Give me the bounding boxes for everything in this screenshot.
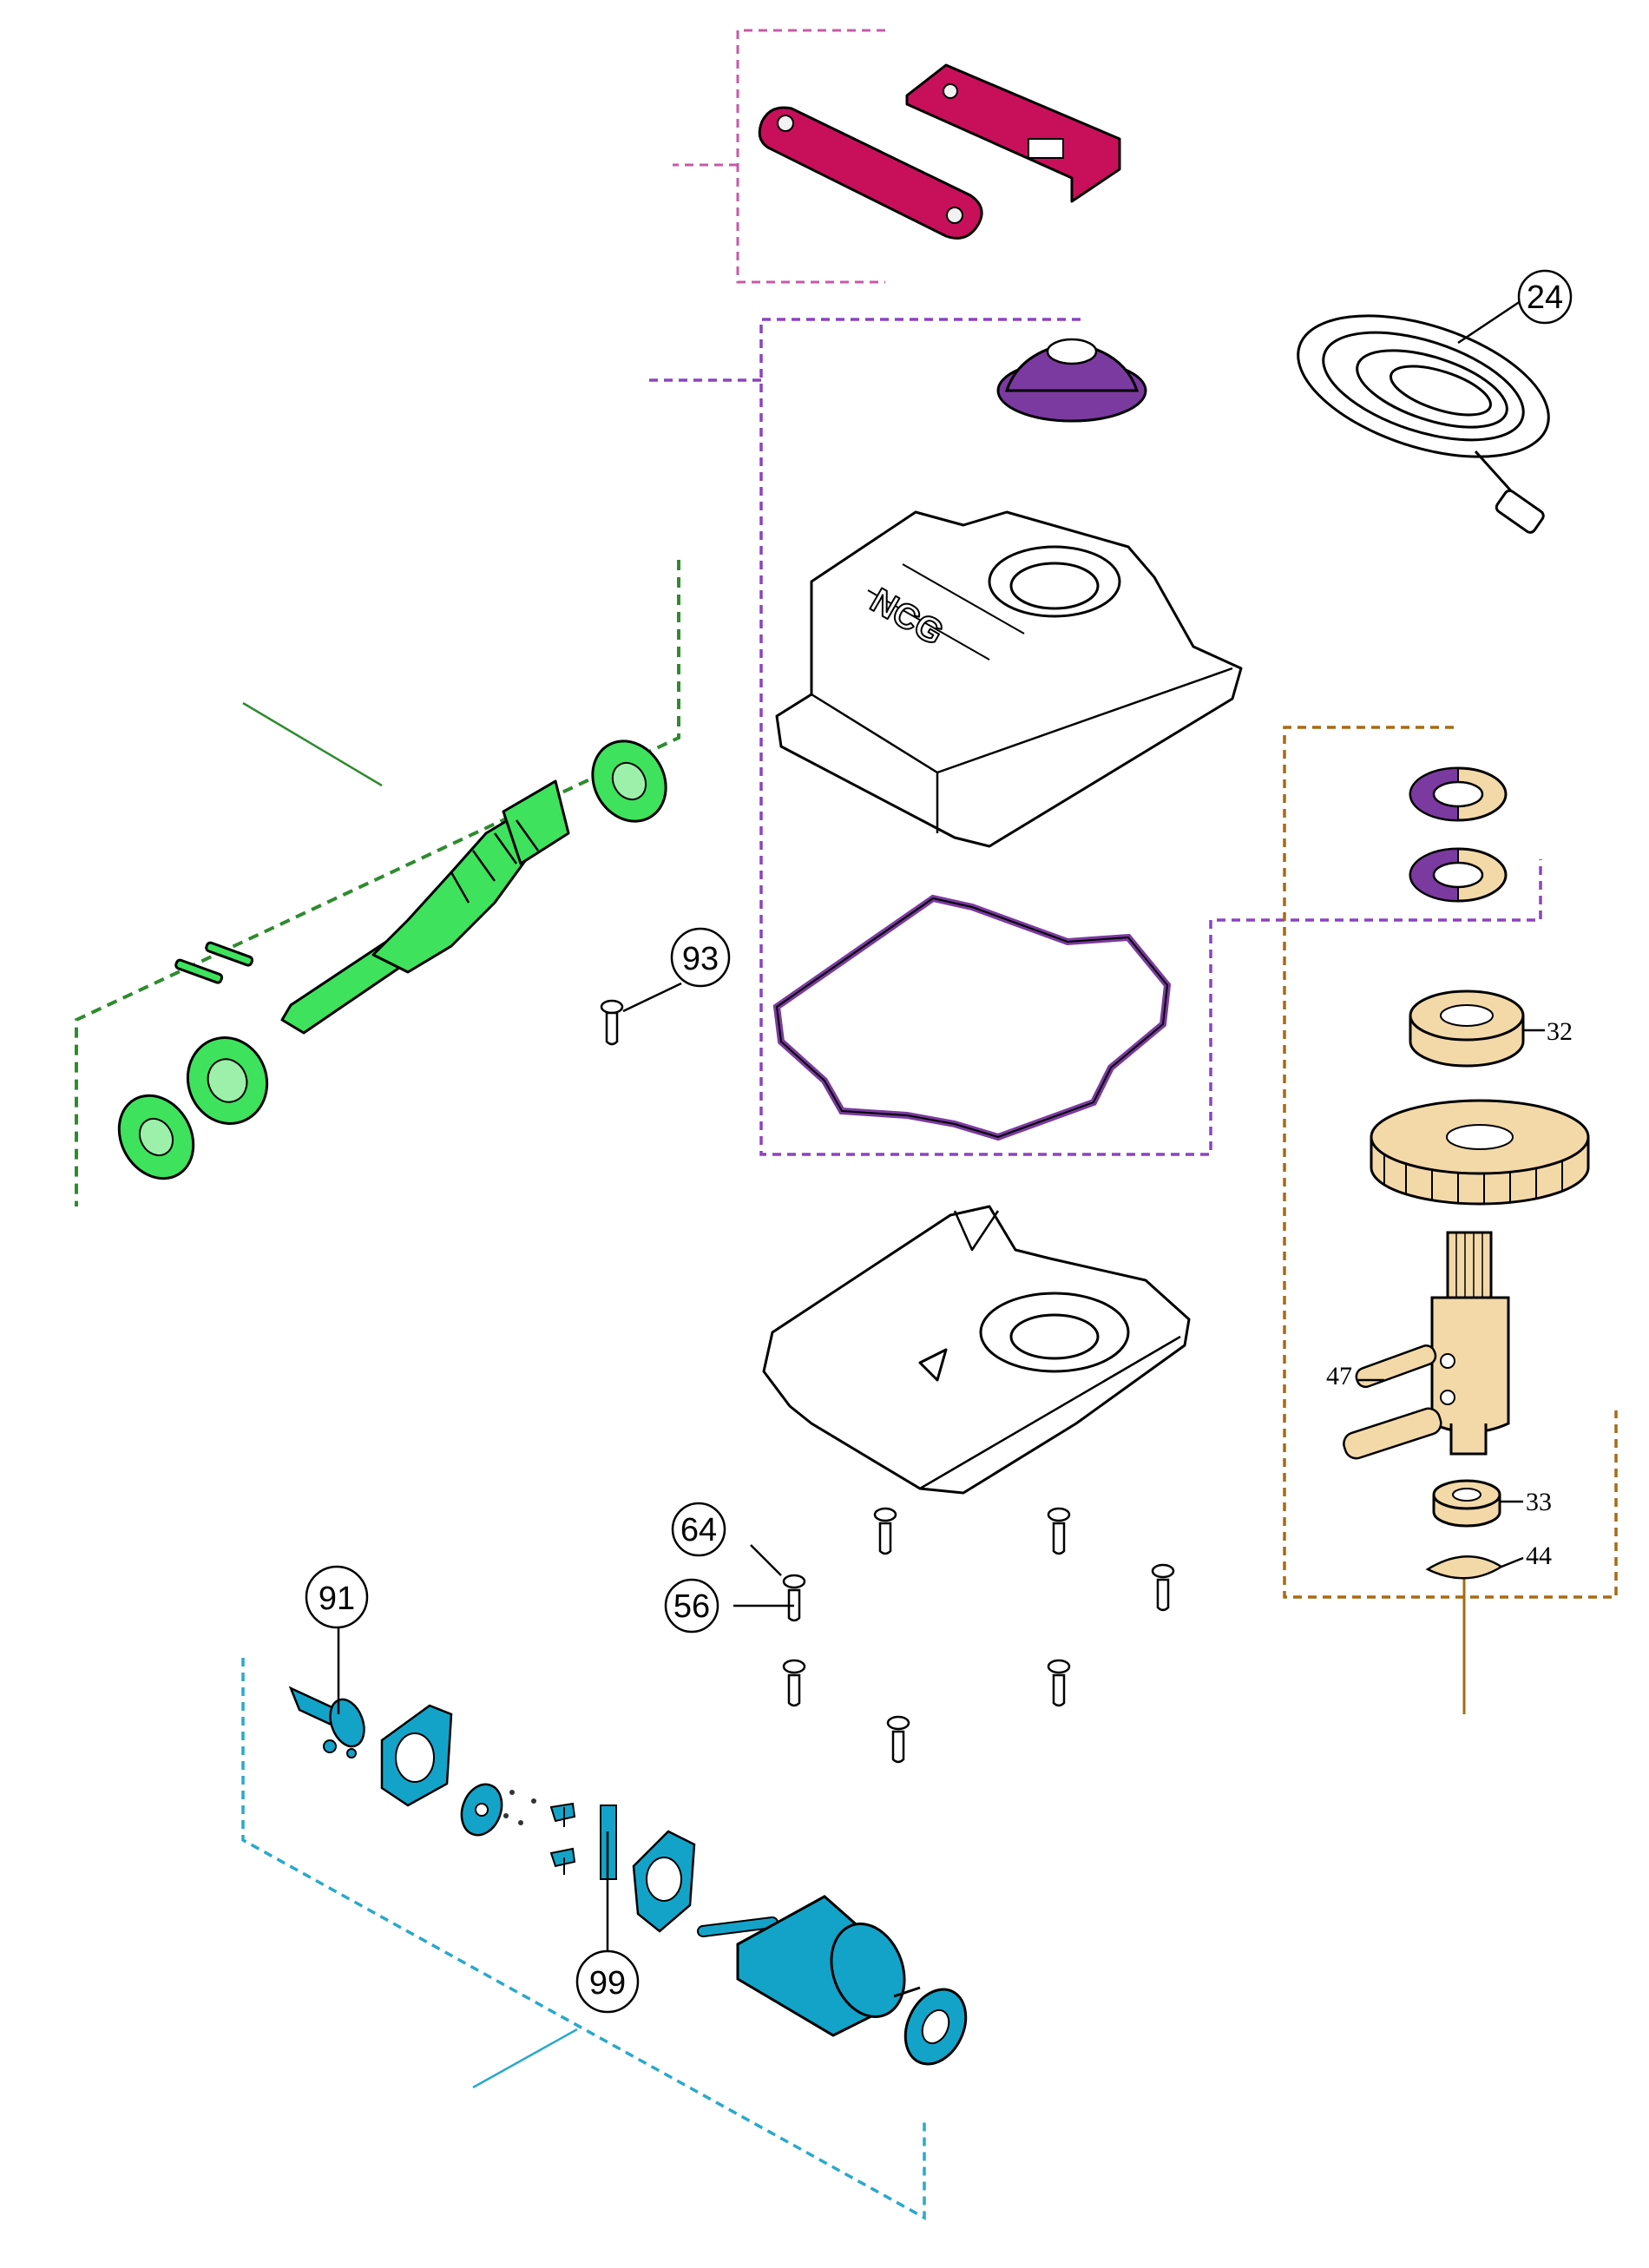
release-lever [758,106,983,240]
motor-brushes [549,1802,576,1875]
output-gear [1370,1099,1590,1206]
label-32: 32 [1547,1017,1573,1046]
motor-brush-holder [460,1783,503,1837]
label-47: 47 [1326,1362,1352,1390]
leader-line-motor-group [472,2028,578,2089]
gear-housing-cover: NCG [775,510,1243,848]
svg-text:64: 64 [680,1512,717,1548]
pin-47 [1343,1344,1442,1460]
group-outline-worm [75,560,680,1206]
cover-seal-ring [996,338,1147,423]
svg-text:24: 24 [1527,279,1563,316]
svg-text:56: 56 [673,1588,710,1625]
callout-99: 99 [575,1949,640,2014]
svg-text:99: 99 [589,1965,626,2002]
worm-shaft-assembly [117,740,667,1180]
bearing-32 [1409,989,1525,1068]
group-outline-gear [1283,726,1618,1599]
motor-worm-91 [288,1686,365,1759]
group-outline-cover [649,318,1542,1156]
motor-assembly [288,1686,968,2066]
callout-93: 93 [670,927,731,988]
thrust-washer-lower [1409,847,1508,903]
svg-text:91: 91 [319,1581,355,1617]
group-outline-lever [673,29,885,284]
callout-64: 64 [671,1502,726,1557]
power-cable [1297,314,1550,534]
motor-end-cap [903,1988,968,2066]
callout-24: 24 [1517,269,1573,325]
callout-91: 91 [305,1565,369,1629]
release-lever-bracket [905,63,1121,203]
screw-93 [600,999,624,1046]
svg-text:93: 93 [682,941,719,977]
circlip-44 [1425,1555,1504,1580]
callout-56: 56 [664,1578,719,1634]
bearing-33 [1432,1479,1501,1528]
motor-flange [380,1704,453,1807]
leader-lines [337,298,1545,1953]
leader-line-worm-group [242,701,383,787]
label-44: 44 [1526,1542,1552,1570]
motor-rear-plate [632,1830,696,1933]
motor-body [697,1895,921,2037]
housing-screws [782,1507,1175,1764]
label-33: 33 [1526,1488,1552,1516]
group-outline-motor [241,1658,926,2220]
motor-small-parts [503,1790,536,1825]
housing-gasket [772,894,1172,1141]
gear-housing-base [762,1205,1191,1495]
output-gear-assembly [1343,766,1590,1580]
output-shaft [1430,1231,1510,1456]
thrust-washer-upper [1409,766,1508,822]
